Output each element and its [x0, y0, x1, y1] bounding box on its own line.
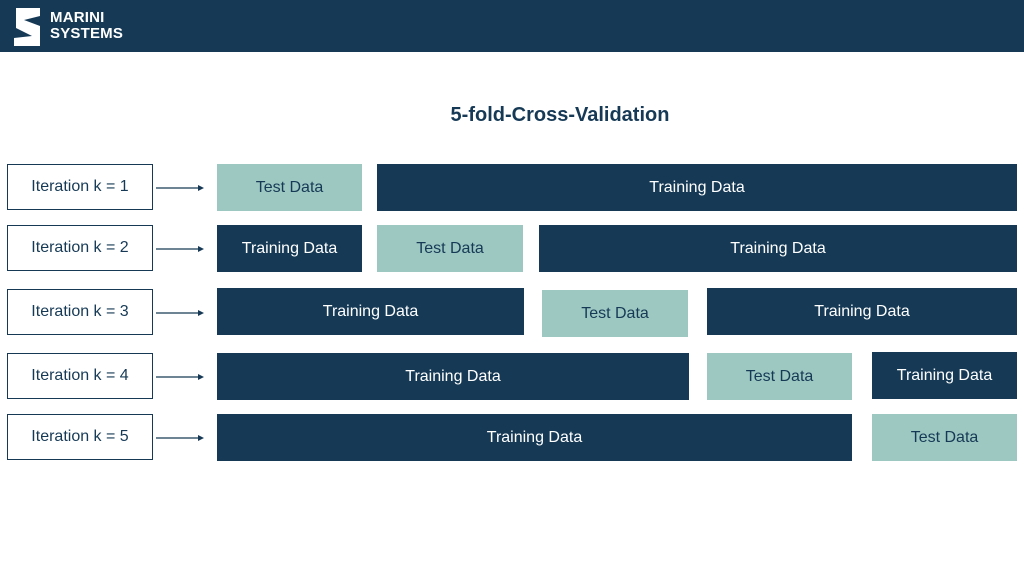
arrow-right-icon [156, 374, 204, 380]
marini-systems-logo[interactable]: MARINI SYSTEMS [12, 6, 132, 48]
test-data-block: Test Data [707, 353, 852, 400]
iteration-label-5: Iteration k = 5 [7, 414, 153, 460]
training-data-block: Training Data [217, 288, 524, 335]
test-data-block: Test Data [377, 225, 523, 272]
training-data-block: Training Data [217, 353, 689, 400]
training-data-block: Training Data [217, 225, 362, 272]
test-data-block: Test Data [872, 414, 1017, 461]
training-data-block: Training Data [377, 164, 1017, 211]
header-bar: MARINI SYSTEMS [0, 0, 1024, 52]
iteration-label-2: Iteration k = 2 [7, 225, 153, 271]
iteration-label-4: Iteration k = 4 [7, 353, 153, 399]
arrow-right-icon [156, 185, 204, 191]
brand-line-1: MARINI [50, 9, 105, 26]
s-logo-icon [14, 8, 40, 46]
iteration-label-1: Iteration k = 1 [7, 164, 153, 210]
arrow-right-icon [156, 435, 204, 441]
training-data-block: Training Data [217, 414, 852, 461]
test-data-block: Test Data [217, 164, 362, 211]
training-data-block: Training Data [707, 288, 1017, 335]
arrow-right-icon [156, 246, 204, 252]
brand-line-2: SYSTEMS [50, 25, 124, 42]
diagram-title: 5-fold-Cross-Validation [450, 104, 670, 126]
training-data-block: Training Data [539, 225, 1017, 272]
training-data-block: Training Data [872, 352, 1017, 399]
test-data-block: Test Data [542, 290, 688, 337]
arrow-right-icon [156, 310, 204, 316]
iteration-label-3: Iteration k = 3 [7, 289, 153, 335]
